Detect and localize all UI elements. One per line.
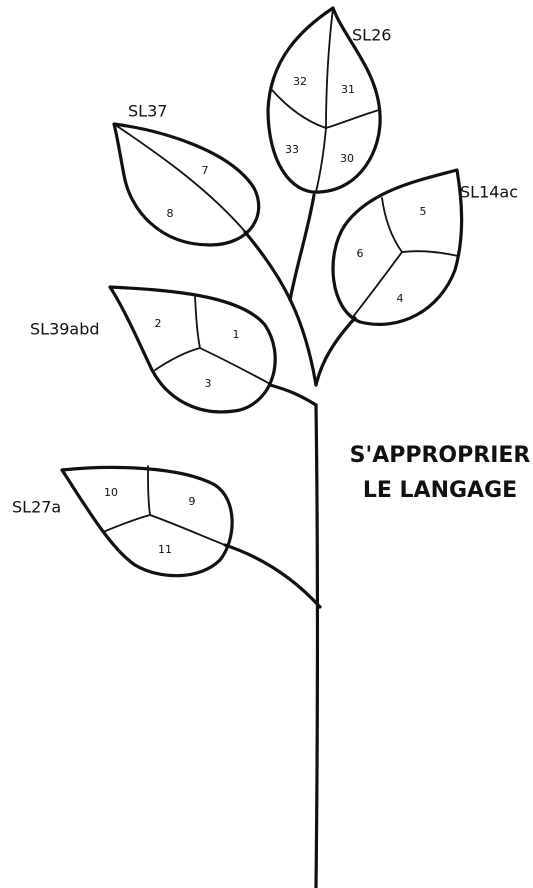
main-stem bbox=[314, 403, 320, 888]
segment-number: 4 bbox=[397, 292, 404, 305]
leaf-sl27a: 10 9 11 SL27a bbox=[12, 465, 234, 578]
segment-number: 9 bbox=[189, 495, 196, 508]
leaf-outline bbox=[60, 465, 234, 578]
leaf-code-label: SL37 bbox=[128, 102, 167, 121]
leaf-code-label: SL39abd bbox=[30, 320, 100, 339]
leaf-code-label: SL26 bbox=[352, 26, 391, 45]
leaf-outline bbox=[331, 168, 464, 326]
branch-sl39abd bbox=[268, 383, 318, 407]
segment-number: 6 bbox=[357, 247, 364, 260]
segment-number: 1 bbox=[233, 328, 240, 341]
segment-number: 11 bbox=[158, 543, 172, 556]
branch-sl27a bbox=[223, 543, 322, 609]
segment-number: 30 bbox=[340, 152, 354, 165]
leaf-code-label: SL27a bbox=[12, 498, 61, 517]
segment-number: 5 bbox=[420, 205, 427, 218]
segment-number: 3 bbox=[205, 377, 212, 390]
leaf-sl26: 32 31 33 30 SL26 bbox=[266, 6, 391, 194]
title: S'APPROPRIER LE LANGAGE bbox=[350, 443, 531, 503]
title-line-2: LE LANGAGE bbox=[363, 478, 517, 503]
stem bbox=[223, 193, 357, 888]
leaf-outline bbox=[112, 122, 261, 247]
segment-number: 2 bbox=[155, 317, 162, 330]
segment-number: 7 bbox=[202, 164, 209, 177]
leaf-sl37: 7 8 SL37 bbox=[112, 102, 261, 247]
segment-number: 33 bbox=[285, 143, 299, 156]
segment-number: 31 bbox=[341, 83, 355, 96]
leaf-code-label: SL14ac bbox=[460, 183, 518, 202]
leaf-outline bbox=[266, 6, 382, 194]
leaf-sl14ac: 5 6 4 SL14ac bbox=[331, 168, 518, 326]
branch-sl37 bbox=[243, 230, 318, 387]
segment-number: 32 bbox=[293, 75, 307, 88]
branch-sl14ac bbox=[314, 316, 357, 387]
segment-number: 10 bbox=[104, 486, 118, 499]
segment-number: 8 bbox=[167, 207, 174, 220]
title-line-1: S'APPROPRIER bbox=[350, 443, 531, 468]
leaf-sl39abd: 2 1 3 SL39abd bbox=[30, 285, 277, 414]
leaf-outline bbox=[108, 285, 277, 414]
branch-sl26 bbox=[288, 193, 316, 302]
